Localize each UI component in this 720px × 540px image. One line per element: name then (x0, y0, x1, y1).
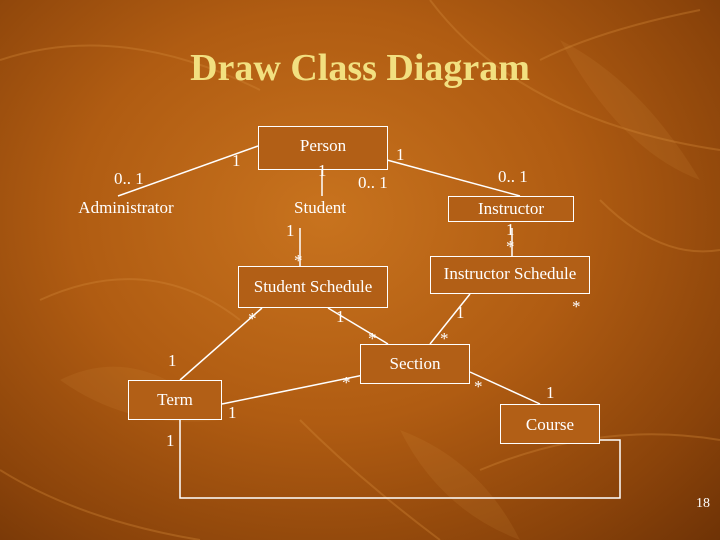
mult-instructor-1: 1 (506, 220, 515, 239)
mult-section-term-star: * (342, 373, 351, 392)
class-student-schedule[interactable]: Student Schedule (238, 266, 388, 308)
class-course[interactable]: Course (500, 404, 600, 444)
class-term[interactable]: Term (128, 380, 222, 420)
class-person[interactable]: Person (258, 126, 388, 170)
mult-term-top: 1 (168, 351, 177, 370)
class-person-label: Person (299, 136, 347, 155)
class-instructor-schedule[interactable]: Instructor Schedule (430, 256, 590, 294)
class-student-label: Student (294, 198, 346, 217)
class-course-label: Course (525, 415, 575, 434)
mult-instructor: 0.. 1 (498, 167, 528, 186)
class-section[interactable]: Section (360, 344, 470, 384)
class-student[interactable]: Student (278, 196, 362, 230)
mult-section-star-sched: * (368, 329, 377, 348)
mult-sched-section-1: 1 (336, 307, 345, 326)
line-person-instructor (386, 159, 521, 197)
line-section-course (469, 371, 541, 405)
mult-student-1: 1 (286, 221, 295, 240)
class-instructor[interactable]: Instructor (448, 196, 574, 222)
mult-instructor-schedule-star: * (506, 237, 515, 256)
line-studentschedule-term (179, 307, 263, 381)
class-student-schedule-label: Student Schedule (253, 277, 373, 296)
mult-section-course-star: * (474, 377, 483, 396)
line-person-administrator (117, 145, 259, 197)
mult-section-star-isched: * (440, 329, 449, 348)
slide-number: 18 (696, 496, 710, 511)
class-administrator-label: Administrator (78, 198, 174, 217)
mult-isched-star-right: * (572, 297, 581, 316)
line-studentschedule-section (327, 307, 389, 345)
class-administrator[interactable]: Administrator (74, 196, 178, 222)
mult-student: 0.. 1 (358, 173, 388, 192)
mult-sched-term-star: * (248, 309, 257, 328)
mult-person-instructor: 1 (396, 145, 405, 164)
line-instructorschedule-section (429, 293, 471, 345)
mult-person-admin: 1 (232, 151, 241, 170)
class-instructor-schedule-label: Instructor Schedule (443, 264, 577, 283)
mult-course-1: 1 (546, 383, 555, 402)
mult-student-schedule-star: * (294, 251, 303, 270)
mult-person-student: 1 (318, 161, 327, 180)
class-instructor-label: Instructor (477, 199, 545, 218)
class-section-label: Section (389, 354, 441, 373)
class-term-label: Term (157, 390, 193, 409)
slide-title: Draw Class Diagram (190, 47, 530, 89)
mult-isched-section-1: 1 (456, 303, 465, 322)
mult-term-right: 1 (228, 403, 237, 422)
mult-admin: 0.. 1 (114, 169, 144, 188)
line-term-course-loop (179, 412, 621, 499)
mult-term-bottom: 1 (166, 431, 175, 450)
